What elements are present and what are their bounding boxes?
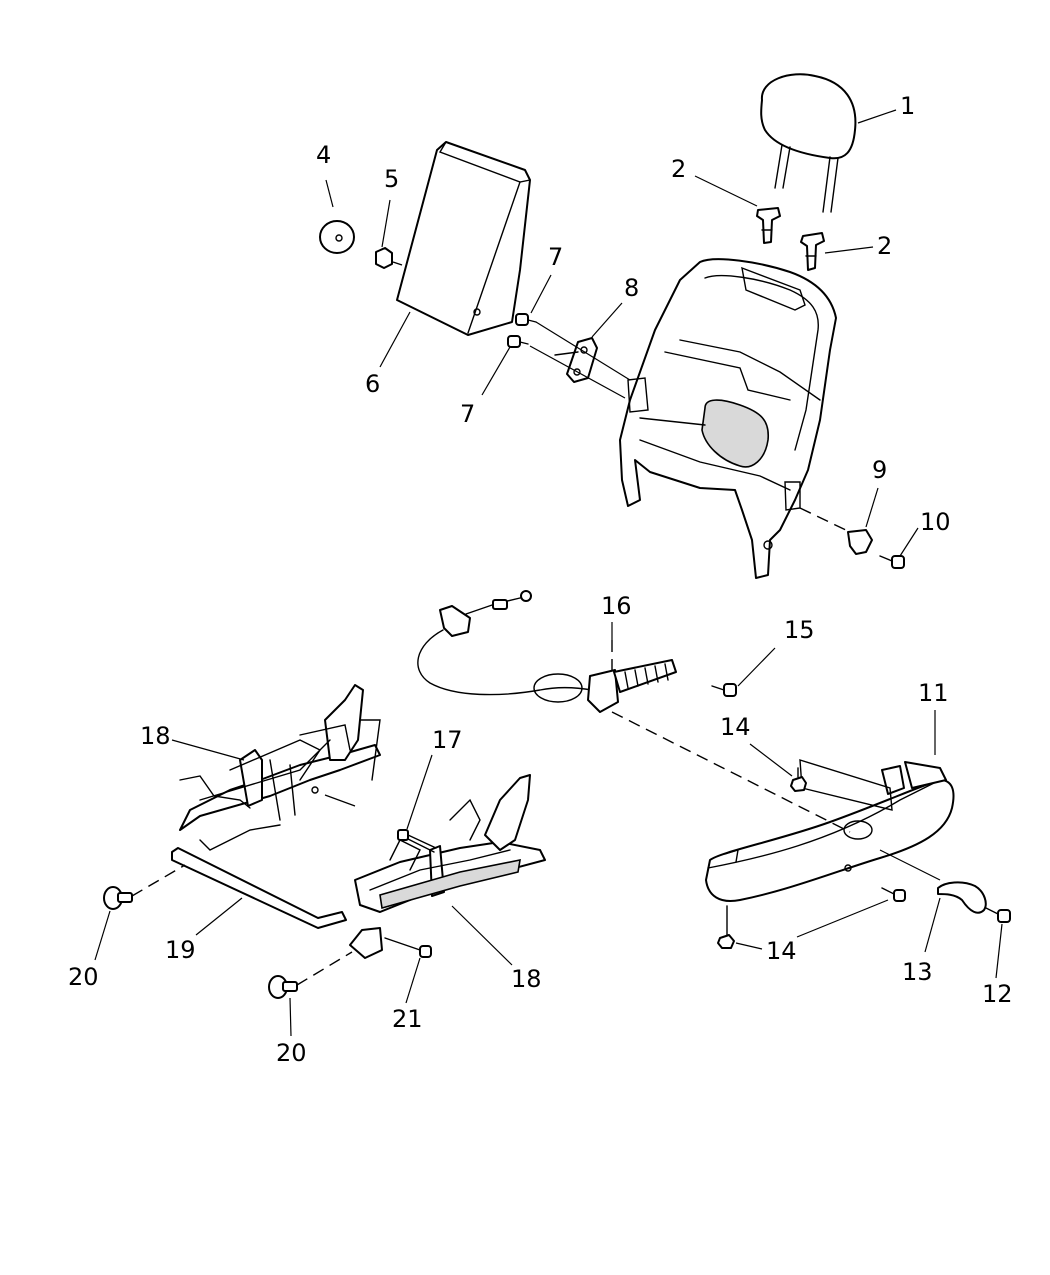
callout-1: 1	[900, 92, 915, 120]
push-pin-bottom	[268, 951, 353, 999]
seat-side-shield	[705, 759, 955, 902]
headrest	[760, 73, 857, 213]
callout-16: 16	[601, 592, 632, 620]
push-pin-left	[103, 864, 186, 910]
push-disc	[319, 220, 355, 254]
callout-12: 12	[982, 980, 1013, 1008]
callout-11: 11	[918, 679, 949, 707]
hex-nut	[375, 247, 393, 269]
pivot-cover-cap	[847, 529, 873, 555]
handle-screw	[985, 907, 1011, 923]
callout-4: 4	[316, 141, 331, 169]
screw-upper	[515, 313, 537, 326]
pivot-bracket	[554, 337, 598, 383]
release-screw	[711, 683, 737, 697]
headrest-guide-right	[800, 232, 825, 271]
callout-20-bottom: 20	[276, 1039, 307, 1067]
seat-track-left	[179, 684, 381, 851]
callout-2-lower: 2	[877, 232, 892, 260]
callout-7-upper: 7	[548, 243, 563, 271]
callout-2-upper: 2	[671, 155, 686, 183]
shield-screw-lower	[717, 905, 735, 949]
callout-18-left: 18	[140, 722, 171, 750]
seatback-frame	[619, 258, 837, 579]
callout-15: 15	[784, 616, 815, 644]
track-screw	[384, 937, 432, 958]
callout-numbers: 1 2 2 4 5 6 7 7 8 9 10 11 12 13 14 14 14…	[68, 92, 1013, 1067]
recliner-cable	[417, 590, 593, 703]
headrest-guide-left	[756, 207, 781, 244]
shield-screw-upper	[790, 767, 807, 792]
recliner-handle	[937, 881, 987, 914]
callout-14-upper: 14	[720, 713, 751, 741]
cross-tube	[171, 847, 347, 929]
callout-7-lower: 7	[460, 400, 475, 428]
callout-5: 5	[384, 165, 399, 193]
callout-6: 6	[365, 370, 380, 398]
shield-screw-mid	[881, 887, 906, 902]
callout-21: 21	[392, 1005, 423, 1033]
callout-19: 19	[165, 936, 196, 964]
recliner-release-assembly	[587, 640, 677, 713]
callout-20-left: 20	[68, 963, 99, 991]
callout-17: 17	[432, 726, 463, 754]
seatback-panel	[396, 141, 531, 336]
leader-lines	[94, 109, 1003, 1037]
track-bolt	[397, 829, 437, 853]
screw-lower	[507, 335, 529, 348]
callout-10: 10	[920, 508, 951, 536]
cap-screw	[879, 555, 905, 569]
callout-9: 9	[872, 456, 887, 484]
callout-18-right: 18	[511, 965, 542, 993]
callout-13: 13	[902, 958, 933, 986]
seat-track-right	[349, 774, 546, 959]
callout-14-lower: 14	[766, 937, 797, 965]
callout-8: 8	[624, 274, 639, 302]
